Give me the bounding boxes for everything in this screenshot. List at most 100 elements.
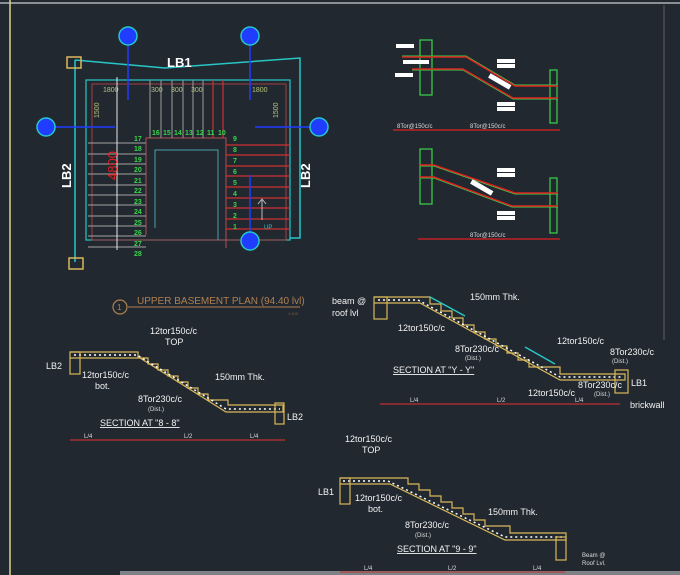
dim-landing-height-left: 1500 — [94, 102, 101, 118]
landing-top-bar-label: 12tor150c/c — [557, 336, 605, 346]
drawing-label: 9 — [233, 136, 237, 143]
right-support-label: LB2 — [287, 412, 303, 422]
landing-dist-top-note: (Dist.) — [612, 359, 628, 365]
drawing-label: 16 — [152, 130, 160, 137]
stair-well-outline — [145, 137, 227, 248]
drawing-label: 7 — [233, 158, 237, 165]
drawing-label: 4 — [233, 191, 237, 198]
drawing-label: 8 — [233, 147, 237, 154]
section-8-8: LB2 LB2 12tor150c/c TOP 12tor150c/c bot.… — [46, 326, 303, 441]
brickwall-label: brickwall — [630, 400, 665, 410]
landing-top-label: LB1 — [167, 55, 192, 70]
rebar-detail-1: 8Tor@150c/c 8Tor@150c/c — [393, 39, 560, 131]
landing-dist-bot-note: (Dist.) — [594, 392, 610, 398]
drawing-line — [497, 216, 515, 220]
span-label: L/2 — [448, 566, 457, 572]
drawing-line — [419, 39, 433, 96]
drawing-line — [497, 102, 515, 106]
bot-bar-label: 12tor150c/c — [398, 323, 446, 333]
drawing-line — [420, 177, 558, 208]
dist-note: (Dist.) — [465, 356, 481, 362]
dist-note: (Dist.) — [148, 407, 164, 413]
drawing-label: 23 — [134, 199, 142, 206]
drawing-label: 5 — [233, 180, 237, 187]
landing-right-label: LB2 — [298, 163, 313, 188]
section-marker-icon — [240, 26, 260, 46]
landing-dist-bot-label: 8Tor230c/c — [578, 380, 623, 390]
landing-dist-top-label: 8Tor230c/c — [610, 347, 655, 357]
drawing-label: 18 — [134, 146, 142, 153]
horizontal-scrollbar[interactable] — [120, 571, 680, 575]
drawing-label: 11 — [207, 130, 215, 137]
section-y-y: beam @ roof lvl LB1 150mm Thk. 12tor150c… — [332, 292, 665, 410]
top-flight-treads — [149, 80, 204, 138]
drawing-line — [497, 107, 515, 111]
rebar-line — [74, 354, 280, 410]
right-support-label-1: Beam @ — [582, 553, 605, 559]
section-marker-icon — [36, 117, 56, 137]
drawing-line — [412, 69, 558, 100]
support-beam — [373, 296, 388, 320]
column-top-left — [66, 56, 82, 69]
support-beam — [614, 369, 629, 394]
drawing-line — [36, 26, 329, 251]
drawing-line — [549, 69, 558, 124]
dist-note: (Dist.) — [415, 533, 431, 539]
up-arrow-head-icon — [257, 198, 267, 205]
drawing-line — [412, 68, 558, 99]
drawing-label: 27 — [134, 241, 142, 248]
drawing-label: 14 — [174, 130, 182, 137]
plan-scale: 1:100 — [288, 311, 299, 316]
span-label: L/2 — [497, 398, 506, 404]
drawing-label: 26 — [134, 230, 142, 237]
drawing-label: 28 — [134, 251, 142, 258]
drawing-label: 19 — [134, 157, 142, 164]
right-support-label-2: Roof Lvl. — [582, 561, 606, 567]
drawing-line — [497, 211, 515, 215]
rebar-outline — [91, 83, 287, 241]
dim-landing-right: 1800 — [252, 87, 268, 94]
drawing-line — [470, 179, 494, 196]
bot-bar-label: 12tor150c/c — [355, 493, 403, 503]
support-beam — [555, 536, 567, 561]
drawing-label: 12 — [196, 130, 204, 137]
landing-left-label: LB2 — [59, 163, 74, 188]
drawing-label: 17 — [134, 136, 142, 143]
rebar-dim-label: 8Tor@150c/c — [470, 124, 505, 130]
drawing-label: 21 — [134, 178, 142, 185]
thickness-label: 150mm Thk. — [215, 372, 265, 382]
dist-bar-label: 8Tor230c/c — [455, 344, 500, 354]
dimension-line — [429, 296, 466, 317]
dim-tread: 300 — [151, 87, 163, 94]
drawing-line — [420, 165, 558, 195]
stair-slab — [340, 477, 567, 541]
left-support-label-1: beam @ — [332, 296, 366, 306]
span-label: L/2 — [184, 434, 193, 440]
left-support-label-2: roof lvl — [332, 308, 359, 318]
dist-bar-label: 8Tor230c/c — [405, 520, 450, 530]
rebar-detail-2: 8Tor@150c/c — [418, 148, 560, 240]
drawing-label: 6 — [233, 169, 237, 176]
section-9-9: LB1 12tor150c/c TOP 12tor150c/c bot. 8To… — [318, 434, 606, 573]
span-label: L/4 — [364, 566, 373, 572]
landing-bot-bar-label: 12tor150c/c — [528, 388, 576, 398]
left-support-label: LB1 — [318, 487, 334, 497]
bot-bar-note: bot. — [368, 504, 383, 514]
dist-bar-label: 8Tor230c/c — [138, 394, 183, 404]
drawing-line — [497, 173, 515, 177]
span-label: L/4 — [84, 434, 93, 440]
drawing-line — [497, 64, 515, 68]
dim-landing-left: 1800 — [103, 87, 119, 94]
drawing-line — [488, 73, 512, 90]
section-marker-icon — [240, 231, 260, 251]
rebar-dim-label: 8Tor@150c/c — [470, 233, 505, 239]
stair-slab — [374, 296, 626, 381]
section-title: SECTION AT "Y - Y" — [393, 365, 474, 375]
rebar-line — [378, 299, 622, 378]
drawing-label: 24 — [134, 209, 142, 216]
drawing-line — [420, 164, 558, 194]
